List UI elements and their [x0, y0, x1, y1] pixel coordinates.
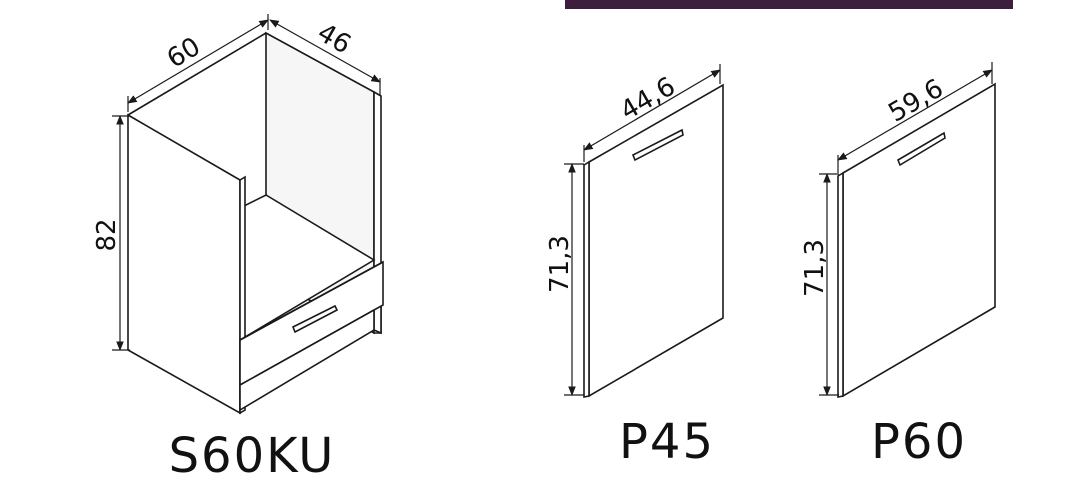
panel-p60-height-label: 71,3: [800, 239, 830, 297]
panel-p45-face: [588, 83, 724, 398]
panel-p60-face: [842, 82, 996, 398]
cabinet-width-label: 60: [162, 32, 206, 75]
header-bar: [565, 0, 1013, 9]
panel-p45-edge: [583, 160, 590, 398]
cabinet-height-label: 82: [92, 218, 122, 251]
cabinet-plinth: [239, 308, 375, 412]
cabinet-depth-label: 46: [312, 18, 356, 61]
cabinet-drawing: 60 46 82 S60KU: [92, 14, 384, 484]
panel-p45-height-label: 71,3: [545, 235, 575, 293]
panel-p60-drawing: 59,6 71,3 P60: [800, 62, 996, 470]
panel-p45-drawing: 44,6 71,3 P45: [545, 64, 724, 470]
cabinet-drawer-handle: [291, 304, 339, 334]
cabinet-left-side: [127, 113, 241, 415]
panel-p60-edge: [837, 171, 844, 398]
panel-p60-label: P60: [871, 414, 967, 470]
panel-p45-label: P45: [619, 414, 715, 470]
cabinet-label: S60KU: [169, 428, 336, 484]
cabinet-drawer-top: [239, 261, 384, 341]
